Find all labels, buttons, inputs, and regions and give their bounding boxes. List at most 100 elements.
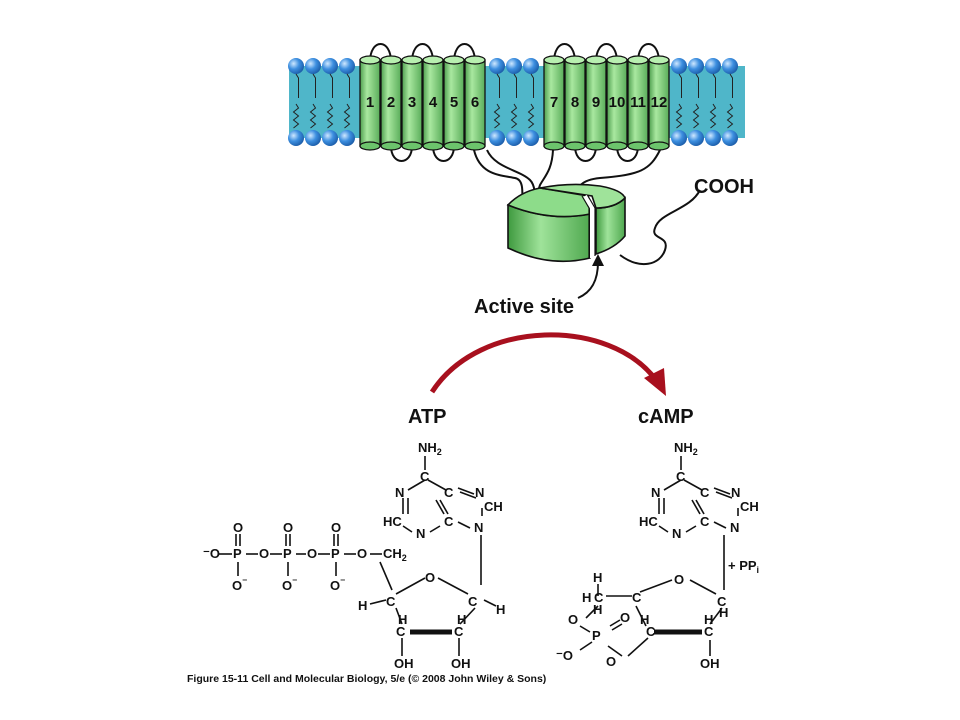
camp-c: C [700, 514, 710, 529]
atp-c: C [454, 624, 464, 639]
atp-o: O [357, 546, 367, 561]
lipid-head [489, 58, 505, 74]
camp-structure: NH2 C N C N CH HC C N N + PPi H H C H C … [556, 440, 759, 671]
active-site-label: Active site [474, 296, 574, 318]
atp-n: N [475, 485, 484, 500]
helix-9: 9 [585, 55, 607, 151]
lipid-tail [312, 73, 316, 98]
camp-h: H [719, 605, 728, 620]
lipid-head [339, 130, 355, 146]
membrane-core [289, 66, 745, 138]
helix-number: 11 [630, 94, 646, 111]
camp-ppi: + PPi [728, 558, 759, 575]
atp-hc: HC [383, 514, 402, 529]
lipid-head [705, 58, 721, 74]
atp-o: O [259, 546, 269, 561]
atp-c: C [444, 514, 454, 529]
atp-o: O [233, 520, 243, 535]
atp-c: C [396, 624, 406, 639]
lipid-head [671, 130, 687, 146]
lipid-head [722, 58, 738, 74]
lipid-head [506, 130, 522, 146]
helix-number: 10 [609, 94, 626, 111]
lipid-head [322, 58, 338, 74]
lipid-tail [675, 103, 683, 129]
atp-label: ATP [408, 406, 447, 428]
helix-number: 1 [366, 94, 374, 111]
camp-h: H [640, 612, 649, 627]
helix-number: 4 [429, 94, 438, 111]
lipid-head [688, 130, 704, 146]
helix-number: 8 [571, 94, 579, 111]
lipid-head [506, 58, 522, 74]
atp-n: N [474, 520, 483, 535]
atp-h: H [457, 612, 466, 627]
camp-c: C [717, 594, 727, 609]
helix-top-cap [606, 55, 628, 65]
atp-ch2: CH2 [383, 546, 407, 563]
atp-c: C [468, 594, 478, 609]
atp-ch: CH [484, 499, 503, 514]
helix-bottom-cap [443, 141, 465, 151]
lipid-head [523, 58, 539, 74]
atp-ring-o: O [425, 570, 435, 585]
atp-neg-o: ⁻O [203, 546, 220, 561]
helix-number: 3 [408, 94, 416, 111]
lipid-head [688, 58, 704, 74]
helix-top-cap [585, 55, 607, 65]
atp-p: P [331, 546, 340, 561]
figure-caption: Figure 15-11 Cell and Molecular Biology,… [187, 673, 546, 685]
camp-c: C [700, 485, 710, 500]
camp-n: N [651, 485, 660, 500]
helix-top-cap [627, 55, 649, 65]
camp-p: P [592, 628, 601, 643]
atp-h: H [496, 602, 505, 617]
atp-oh: OH [394, 656, 414, 671]
camp-ring-o: O [674, 572, 684, 587]
helix-1: 1 [359, 55, 381, 151]
helix-bottom-cap [543, 141, 565, 151]
lipid-head [523, 130, 539, 146]
atp-oh: OH [451, 656, 471, 671]
lipid-head [305, 130, 321, 146]
atp-o: O [283, 520, 293, 535]
helix-6: 6 [464, 55, 486, 151]
camp-nh2: NH2 [674, 440, 698, 457]
lipid-tail [326, 103, 334, 129]
atp-nh2: NH2 [418, 440, 442, 457]
reaction-arrow [429, 332, 666, 396]
helix-top-cap [564, 55, 586, 65]
camp-c: C [632, 590, 642, 605]
atp-c: C [420, 469, 430, 484]
helix-top-cap [648, 55, 670, 65]
helix-bottom-cap [648, 141, 670, 151]
lipid-tail [695, 73, 699, 98]
helix-3: 3 [401, 55, 423, 151]
atp-c: C [444, 485, 454, 500]
camp-oh: OH [700, 656, 720, 671]
lipid-head [705, 130, 721, 146]
cooh-label: COOH [694, 176, 754, 198]
helix-bottom-cap [627, 141, 649, 151]
lipid-tail [346, 73, 350, 98]
helix-bottom-cap [464, 141, 486, 151]
atp-p: P [233, 546, 242, 561]
lipid-tail [527, 103, 535, 129]
camp-c: C [646, 624, 656, 639]
helix-bottom-cap [422, 141, 444, 151]
lipid-tail [712, 73, 716, 98]
camp-h: H [593, 602, 602, 617]
atp-h: H [398, 612, 407, 627]
atp-o-minus: O⁻ [330, 577, 345, 593]
helix-number: 2 [387, 94, 395, 111]
camp-o: O [620, 610, 630, 625]
camp-n: N [731, 485, 740, 500]
helix-12: 12 [648, 55, 670, 151]
helix-number: 6 [471, 94, 479, 111]
lipid-tail [292, 103, 300, 129]
active-site-pointer [577, 254, 604, 299]
helix-number: 5 [450, 94, 458, 111]
lipid-tail [678, 73, 682, 98]
helix-5: 5 [443, 55, 465, 151]
